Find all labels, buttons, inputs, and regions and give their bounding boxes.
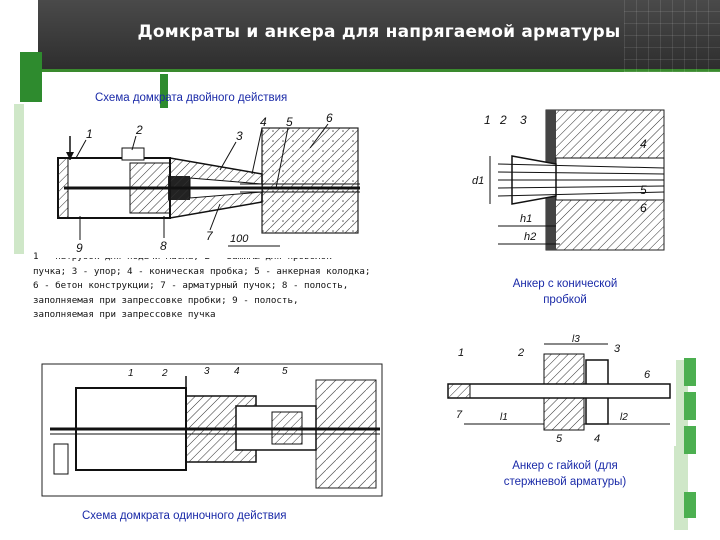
leader-line: [131, 135, 137, 151]
label-2: 2: [517, 347, 524, 359]
oil-arrow: [66, 152, 74, 160]
label-h2: h2: [524, 231, 536, 243]
concrete-block: [261, 127, 359, 234]
label-1: 1: [128, 368, 134, 379]
label-3: 3: [614, 343, 621, 355]
legend-line: заполняемая при запрессовке пучка: [33, 309, 216, 321]
dim-100-label: 100: [230, 233, 249, 245]
deco-bar: [684, 492, 696, 518]
single-jack-caption: Схема домкрата одиночного действия: [82, 510, 287, 522]
label-l2: l2: [620, 412, 628, 423]
label-7: 7: [206, 229, 214, 243]
label-5: 5: [286, 115, 293, 129]
threaded-rod: [447, 383, 671, 399]
label-l1: l1: [500, 412, 508, 423]
caption-line: Анкер с конической: [512, 278, 618, 290]
single-jack-drawing: 1 2 3 4 5: [41, 363, 383, 497]
caption-line: пробкой: [543, 294, 587, 306]
legend-line: 6 - бетон конструкции; 7 - арматурный пу…: [33, 280, 349, 292]
nut-anchor-drawing: l1 l2 l3 1 2 3 4 5 6 7: [447, 334, 671, 445]
label-4: 4: [234, 366, 240, 377]
label-4: 4: [594, 433, 600, 445]
label-6: 6: [640, 201, 647, 215]
label-2: 2: [161, 368, 168, 379]
wire-strands: [497, 163, 665, 197]
legend-line: пучка; 3 - упор; 4 - коническая пробка; …: [33, 265, 371, 277]
label-3: 3: [204, 366, 210, 377]
conical-anchor-diagram: d1 h1 h2 1 2 3 4 5 6: [468, 108, 668, 258]
label-9: 9: [76, 241, 83, 255]
label-1: 1: [458, 347, 464, 359]
handle: [53, 443, 69, 475]
leader-line: [309, 123, 329, 149]
single-jack-diagram: 1 2 3 4 5: [36, 360, 388, 500]
label-5: 5: [640, 183, 647, 197]
clamp: [121, 147, 145, 161]
leader-line: [209, 203, 221, 231]
nut-anchor-caption: Анкер с гайкой (для стержневой арматуры): [470, 458, 660, 490]
deco-bar: [684, 426, 696, 454]
caption-line: стержневой арматуры): [503, 476, 627, 488]
leader-line: [275, 127, 289, 189]
label-3: 3: [236, 129, 243, 143]
header-grid-pattern: [624, 0, 720, 72]
double-jack-caption: Схема домкрата двойного действия: [95, 92, 288, 104]
nut-anchor-diagram: l1 l2 l3 1 2 3 4 5 6 7: [444, 334, 676, 446]
label-1: 1: [86, 127, 93, 141]
deco-bar: [20, 52, 42, 102]
rod-end: [447, 383, 471, 399]
label-3: 3: [520, 113, 527, 127]
label-2: 2: [135, 123, 143, 137]
double-jack-drawing: 100 1 2 3 4 5 6 7 8 9: [57, 111, 360, 255]
legend-line: заполняемая при запрессовке пробки; 9 - …: [33, 294, 299, 306]
label-d1: d1: [472, 175, 484, 187]
deco-bar: [14, 104, 24, 254]
label-2: 2: [499, 113, 507, 127]
label-8: 8: [160, 239, 167, 253]
label-4: 4: [260, 115, 267, 129]
label-7: 7: [456, 409, 463, 421]
deco-bar: [684, 392, 696, 420]
label-h1: h1: [520, 213, 532, 225]
leader-line: [75, 139, 87, 159]
leader-line: [251, 127, 263, 175]
slide-header: Домкраты и анкера для напрягаемой армату…: [38, 0, 720, 72]
double-jack-diagram: 100 1 2 3 4 5 6 7 8 9: [40, 108, 370, 258]
conical-anchor-drawing: d1 h1 h2 1 2 3 4 5 6: [472, 109, 665, 251]
deco-bar: [160, 74, 168, 108]
leader-line: [219, 141, 237, 171]
label-1: 1: [484, 113, 491, 127]
page-title: Домкраты и анкера для напрягаемой армату…: [137, 22, 621, 42]
label-4: 4: [640, 137, 647, 151]
deco-bar: [684, 358, 696, 386]
label-6: 6: [326, 111, 333, 125]
label-5: 5: [556, 433, 563, 445]
label-l3: l3: [572, 334, 580, 345]
label-6: 6: [644, 369, 651, 381]
conical-anchor-caption: Анкер с конической пробкой: [480, 276, 650, 308]
caption-line: Анкер с гайкой (для: [512, 460, 618, 472]
label-5: 5: [282, 366, 288, 377]
legend: 1 - патрубок для подачи масла; 2 - зажим…: [33, 250, 373, 323]
